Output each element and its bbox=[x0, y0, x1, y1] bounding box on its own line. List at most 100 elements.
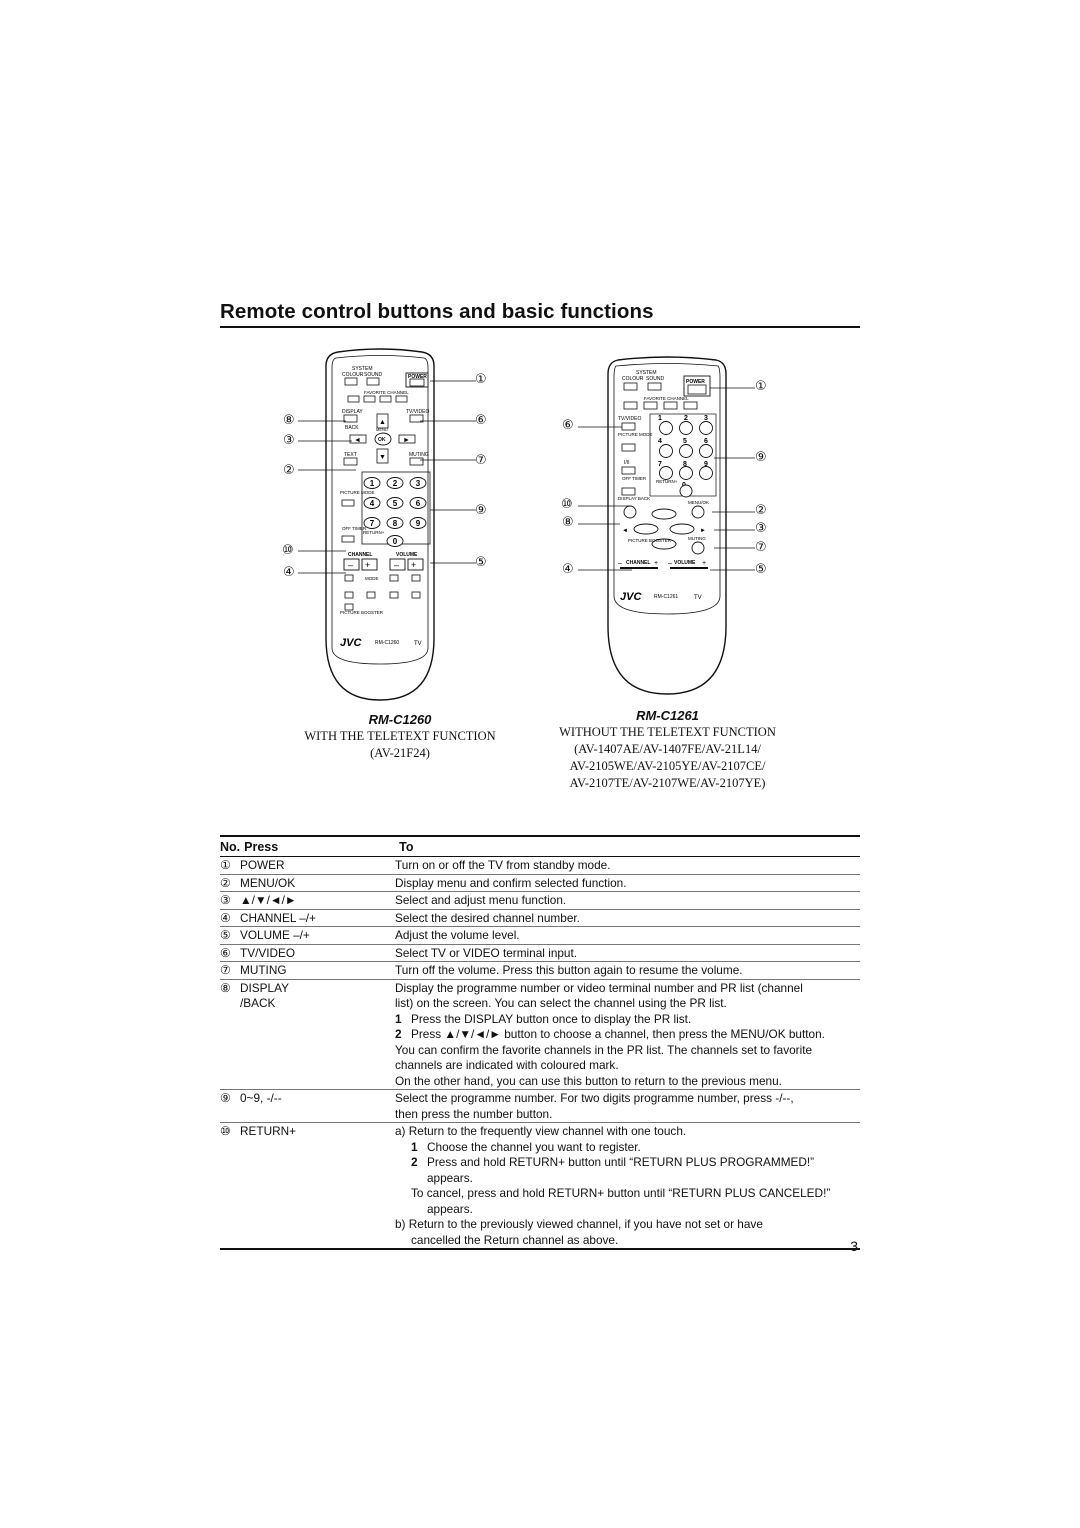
num-7-button[interactable] bbox=[363, 517, 381, 529]
volume-minus-button[interactable] bbox=[389, 558, 406, 571]
right-arrow-icon: ► bbox=[700, 528, 706, 534]
teletext-button-7[interactable] bbox=[411, 591, 421, 599]
fav-button-3[interactable] bbox=[379, 395, 392, 403]
up-button[interactable] bbox=[651, 508, 677, 520]
tvvideo-button[interactable] bbox=[621, 422, 636, 431]
callout-7: ⑦ bbox=[755, 540, 767, 555]
left-button[interactable] bbox=[633, 523, 659, 535]
num-0-button[interactable] bbox=[386, 535, 404, 547]
remote-rm-c1260: SYSTEM COLOUR SOUND POWER FAVORITE CHANN… bbox=[320, 348, 440, 713]
teletext-button-1[interactable] bbox=[344, 574, 354, 582]
left-button[interactable] bbox=[349, 434, 367, 444]
mode-label: MODE bbox=[365, 576, 379, 581]
num-9-button[interactable] bbox=[699, 466, 713, 480]
fav-button-4[interactable] bbox=[683, 401, 698, 410]
fav-button-2[interactable] bbox=[363, 395, 376, 403]
teletext-button-2[interactable] bbox=[389, 574, 399, 582]
channel-label: CHANNEL bbox=[626, 560, 650, 566]
num-6-label: 6 bbox=[704, 438, 708, 445]
power-button[interactable] bbox=[687, 384, 707, 395]
fav-button-3[interactable] bbox=[663, 401, 678, 410]
remote-rm-c1261: SYSTEM COLOUR SOUND POWER FAVORITE CHANN… bbox=[602, 356, 732, 711]
sound-button[interactable] bbox=[647, 382, 662, 391]
text-label: TEXT bbox=[344, 452, 357, 458]
num-6-button[interactable] bbox=[409, 497, 427, 509]
muting-button[interactable] bbox=[409, 457, 424, 466]
display-button[interactable] bbox=[343, 414, 358, 423]
power-button[interactable] bbox=[409, 378, 425, 387]
teletext-button-4[interactable] bbox=[344, 591, 354, 599]
num-8-button[interactable] bbox=[386, 517, 404, 529]
num-9-button[interactable] bbox=[409, 517, 427, 529]
off-timer-button[interactable] bbox=[341, 535, 355, 543]
num-7-label: 7 bbox=[370, 519, 375, 528]
right-button[interactable] bbox=[398, 434, 416, 444]
num-8-button[interactable] bbox=[679, 466, 693, 480]
remote2-model: RM-C1261 bbox=[636, 708, 699, 723]
remote2-caption-line1: WITHOUT THE TELETEXT FUNCTION bbox=[559, 725, 776, 739]
picture-mode-button[interactable] bbox=[621, 443, 636, 452]
system-label: SYSTEM bbox=[352, 366, 373, 372]
num-2-button[interactable] bbox=[386, 477, 404, 489]
ok-button[interactable] bbox=[374, 432, 392, 446]
picture-mode-button[interactable] bbox=[341, 499, 355, 507]
num-1-button[interactable] bbox=[659, 421, 673, 435]
channel-rocker[interactable] bbox=[620, 567, 658, 569]
tv-label: TV bbox=[694, 595, 702, 601]
muting-button[interactable] bbox=[691, 541, 705, 555]
picture-mode-label: PICTURE MODE bbox=[618, 432, 653, 437]
power-label: POWER bbox=[686, 379, 705, 385]
fav-button-4[interactable] bbox=[395, 395, 408, 403]
teletext-button-5[interactable] bbox=[366, 591, 376, 599]
right-button[interactable] bbox=[669, 523, 695, 535]
text-button[interactable] bbox=[343, 457, 358, 466]
off-timer-button[interactable] bbox=[621, 487, 636, 496]
num-5-label: 5 bbox=[683, 438, 687, 445]
fav-button-2[interactable] bbox=[643, 401, 658, 410]
menu-label: MENU bbox=[376, 427, 388, 432]
volume-plus-button[interactable] bbox=[407, 558, 424, 571]
down-button[interactable] bbox=[651, 538, 677, 550]
menu-ok-button[interactable] bbox=[691, 505, 705, 519]
num-5-button[interactable] bbox=[386, 497, 404, 509]
favorite-label: FAVORITE CHANNEL bbox=[644, 396, 689, 401]
num-1-button[interactable] bbox=[363, 477, 381, 489]
teletext-button-6[interactable] bbox=[389, 591, 399, 599]
callout-3: ③ bbox=[755, 521, 767, 536]
num-3-button[interactable] bbox=[699, 421, 713, 435]
remote1-caption-line2: (AV-21F24) bbox=[370, 746, 430, 760]
model-small: RM-C1261 bbox=[654, 594, 678, 600]
num-5-button[interactable] bbox=[679, 444, 693, 458]
up-button[interactable] bbox=[376, 413, 389, 429]
colour-button[interactable] bbox=[623, 382, 638, 391]
sound-button[interactable] bbox=[366, 377, 380, 386]
picture-booster-button[interactable] bbox=[344, 603, 354, 611]
minus-icon: – bbox=[394, 560, 399, 570]
num-2-button[interactable] bbox=[679, 421, 693, 435]
num-7-button[interactable] bbox=[659, 466, 673, 480]
volume-rocker[interactable] bbox=[670, 567, 708, 569]
num-6-button[interactable] bbox=[699, 444, 713, 458]
num-4-button[interactable] bbox=[363, 497, 381, 509]
dual-button[interactable] bbox=[621, 466, 636, 475]
channel-label: CHANNEL bbox=[348, 552, 372, 558]
colour-button[interactable] bbox=[344, 377, 358, 386]
tvvideo-button[interactable] bbox=[409, 414, 424, 423]
num-4-button[interactable] bbox=[659, 444, 673, 458]
num-3-button[interactable] bbox=[409, 477, 427, 489]
channel-plus-button[interactable] bbox=[361, 558, 378, 571]
fav-button-1[interactable] bbox=[347, 395, 360, 403]
system-label: SYSTEM bbox=[636, 370, 657, 376]
picture-mode-label: PICTURE MODE bbox=[340, 490, 375, 495]
jvc-logo: JVC bbox=[620, 591, 642, 603]
teletext-button-3[interactable] bbox=[411, 574, 421, 582]
num-3-label: 3 bbox=[416, 479, 421, 488]
tvvideo-label: TV/VIDEO bbox=[618, 416, 641, 422]
channel-minus-button[interactable] bbox=[343, 558, 360, 571]
num-0-button[interactable] bbox=[679, 484, 693, 498]
down-button[interactable] bbox=[376, 448, 389, 464]
callout-2: ② bbox=[755, 503, 767, 518]
fav-button-1[interactable] bbox=[623, 401, 638, 410]
